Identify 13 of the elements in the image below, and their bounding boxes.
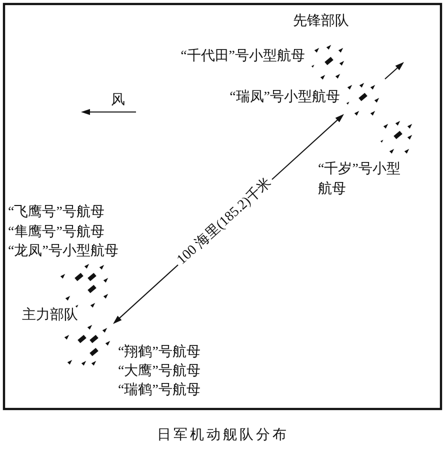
ship-label: “瑞鹤”号航母 (118, 382, 200, 400)
force-label: 主力部队 (22, 307, 78, 325)
ship-label: “千岁”号小型航母 (318, 160, 402, 199)
ship-label: “翔鹤”号航母 (118, 344, 200, 362)
caption: 日军机动舰队分布 (157, 427, 289, 445)
ship-label: “瑞凤”号小型航母 (230, 89, 340, 107)
ship-label: “大鹰”号航母 (118, 363, 200, 381)
ship-label: “龙凤”号小型航母 (8, 243, 118, 261)
force-label: 先锋部队 (293, 13, 349, 31)
wind-label: 风 (111, 92, 125, 110)
ship-label: “飞鹰号”号航母 (8, 204, 104, 222)
ship-label: “千代田”号小型航母 (180, 48, 305, 66)
ship-label: “隼鹰号”号航母 (8, 224, 104, 242)
